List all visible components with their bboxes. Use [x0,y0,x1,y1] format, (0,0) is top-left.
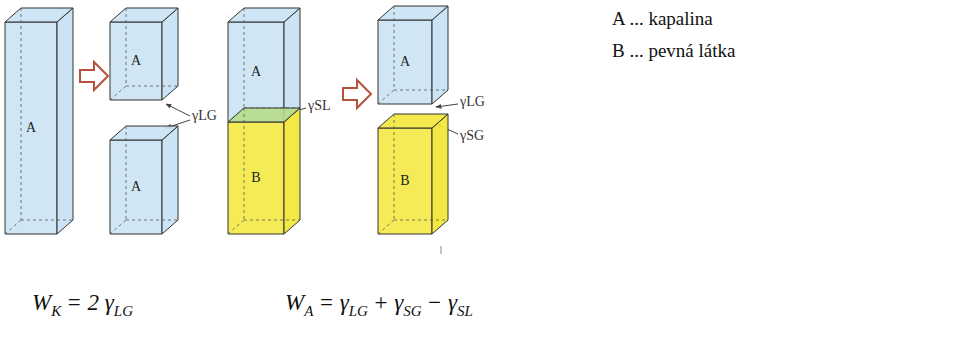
work-formula: WK = 2 γLG [32,290,133,320]
formula-subscript: LG [114,303,133,319]
phase-letter: A [26,120,36,136]
formula-term: W [32,290,51,315]
formula-term: = γ [318,290,348,315]
phase-letter: A [400,54,410,70]
formula-term: − γ [427,290,457,315]
liquid-block: A [110,22,162,100]
formula-subscript: LG [349,303,368,319]
surface-tension-label: γSL [308,98,331,114]
process-arrow [343,80,371,108]
formula-subscript: SG [403,303,421,319]
phase-letter: A [131,179,141,195]
surface-tension-label: γSG [460,128,484,144]
phase-letter: B [251,170,260,186]
leader-line [166,104,190,116]
work-formula: WA = γLG + γSG − γSL [285,290,473,320]
solid-block: B [378,128,432,234]
liquid-block: A [378,20,432,104]
leader-line [436,104,458,107]
formula-subscript: A [304,303,313,319]
phase-letter: A [251,64,261,80]
formula-term: W [285,290,304,315]
liquid-block: A [110,140,162,234]
surface-tension-label: γLG [192,108,217,124]
surface-tension-label: γLG [460,94,485,110]
process-arrow [80,62,108,90]
legend-text: B ... pevná látka [612,40,735,62]
formula-subscript: K [51,303,61,319]
liquid-block: A [228,22,284,122]
formula-subscript: SL [457,303,473,319]
formula-term: = 2 γ [66,290,114,315]
formula-term: + γ [373,290,403,315]
phase-letter: A [131,53,141,69]
legend-text: A ... kapalina [612,8,713,30]
liquid-block: A [5,22,57,234]
solid-block: B [228,122,284,234]
phase-letter: B [400,173,409,189]
pointer-mark [441,246,442,254]
